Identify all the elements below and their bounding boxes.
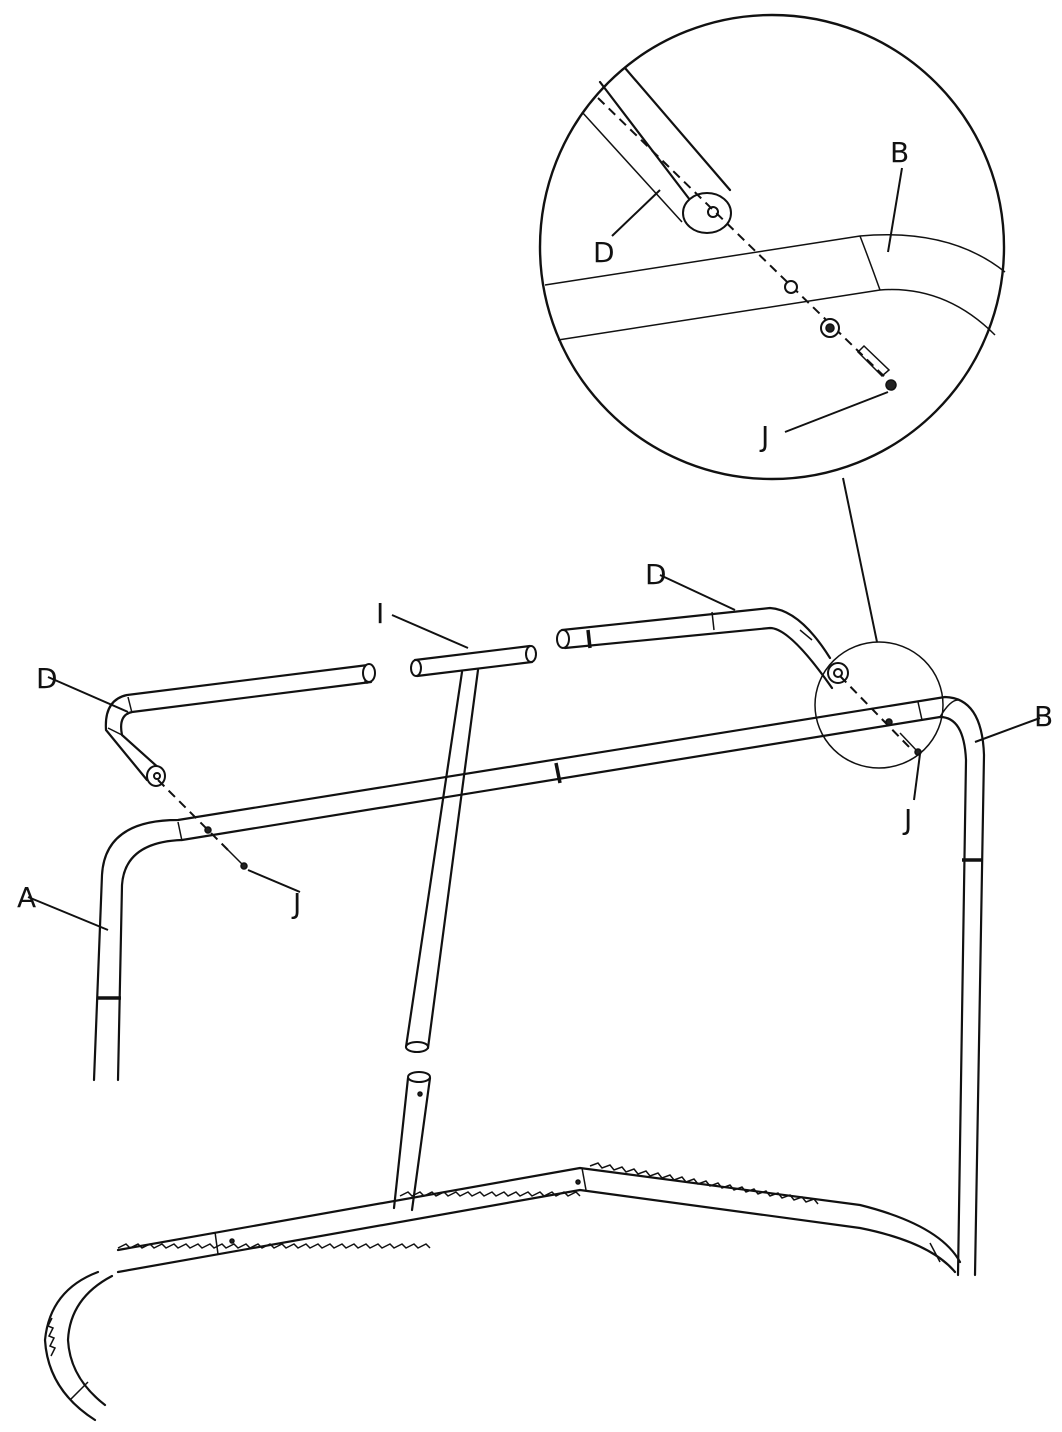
part-d-top: [556, 606, 849, 690]
leader-lines: [27, 167, 1041, 931]
label-part-a: A: [17, 881, 36, 914]
label-part-d-top: D: [645, 558, 667, 591]
part-labels: A B B D D D I J J J: [17, 136, 1053, 920]
label-part-b: B: [1034, 700, 1053, 733]
label-part-i: I: [376, 597, 384, 630]
part-i-support: [364, 644, 537, 1212]
label-part-d-detail: D: [593, 236, 615, 269]
label-part-j-right: J: [902, 803, 912, 836]
assembly-paths: [157, 675, 922, 870]
frame-a-crossbar-b: [92, 695, 986, 1277]
label-part-d-left: D: [36, 662, 58, 695]
label-part-j-detail: J: [759, 420, 769, 453]
label-part-j-left: J: [291, 887, 301, 920]
detail-callout: [814, 477, 944, 769]
label-part-b-detail: B: [890, 136, 909, 169]
bottom-frame: [43, 1162, 962, 1422]
part-d-left: [104, 663, 376, 787]
detail-magnified-view: [538, 13, 1006, 481]
